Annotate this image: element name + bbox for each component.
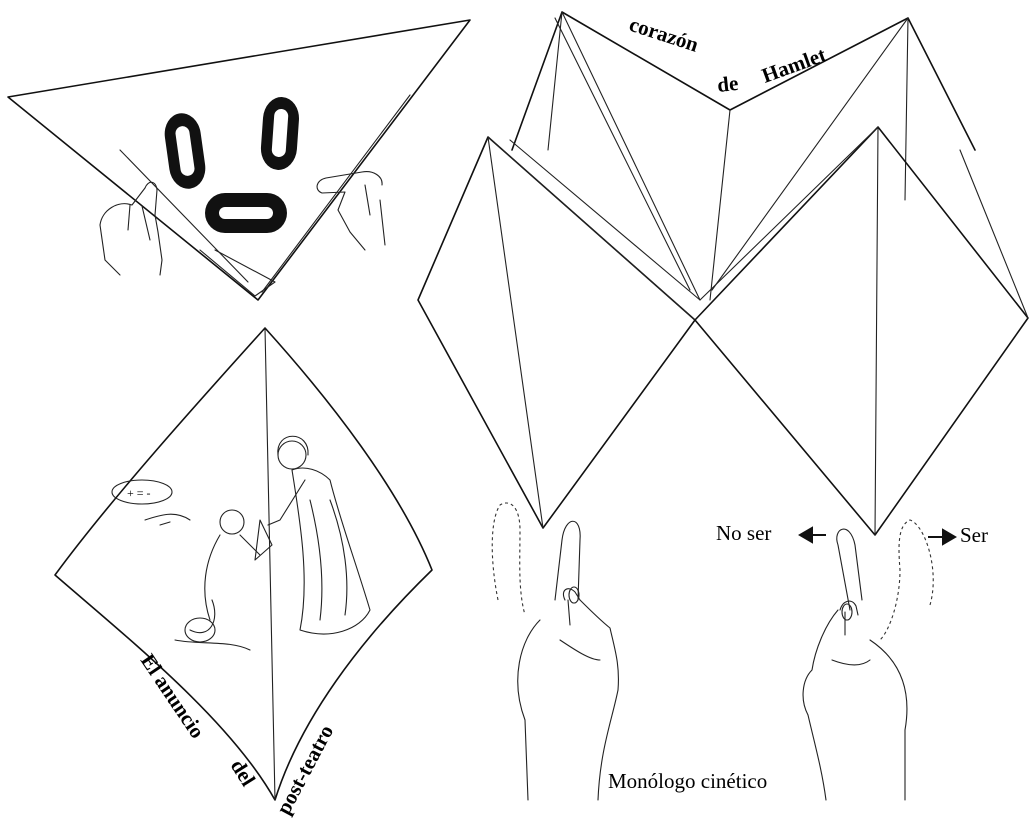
del-label: del — [226, 755, 261, 791]
de-label: de — [716, 71, 739, 97]
hand-right — [803, 520, 933, 800]
arrow-right-icon — [928, 530, 955, 544]
anuncio-label: El anuncio — [136, 649, 210, 742]
no-ser-label: No ser — [716, 521, 771, 545]
no-ser-indicator: No ser — [716, 521, 826, 545]
folded-triangle-face — [8, 20, 470, 300]
svg-text:+ = -: + = - — [127, 486, 151, 500]
hamlet-label: Hamlet — [759, 42, 830, 87]
fortune-teller: corazón de Hamlet — [418, 12, 1028, 535]
annunciation-diamond: + = - El anuncio del post-teatro — [55, 328, 432, 818]
ser-label: Ser — [960, 523, 988, 547]
monologo-label: Monólogo cinético — [608, 769, 767, 793]
hand-left — [492, 503, 618, 800]
post-teatro-label: post-teatro — [271, 721, 338, 818]
arrow-left-icon — [800, 528, 826, 542]
corazon-label: corazón — [626, 12, 701, 57]
ser-indicator: Ser — [928, 523, 988, 547]
